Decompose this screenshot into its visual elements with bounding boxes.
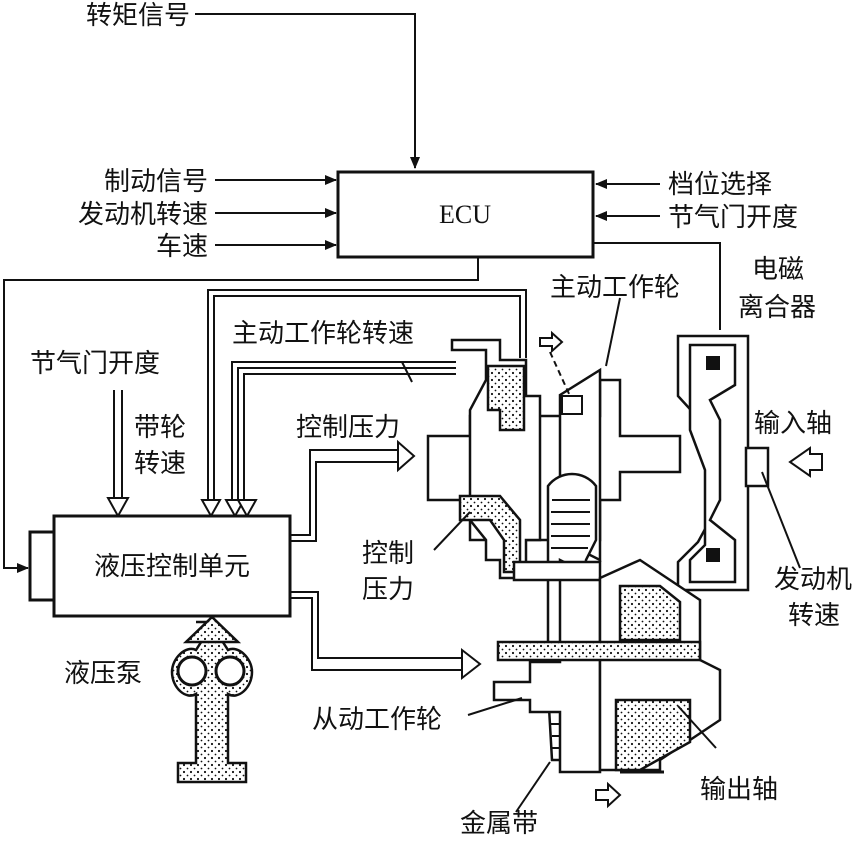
ecu-label: ECU [439,200,491,229]
ecu-to-hydraulic-line [3,257,479,573]
gear-select-label: 档位选择 [668,170,772,200]
control-pressure-mid-label-line1: 控制 [362,539,414,569]
hydraulic-unit-box [52,514,292,618]
control-pressure-top-arrow [290,439,416,542]
brake-signal-label: 制动信号 [104,167,208,197]
drive-pulley-speed-label: 主动工作轮转速 [232,319,414,349]
control-pressure-top-label: 控制压力 [296,413,400,443]
control-pressure-mid-label-line2: 压力 [362,575,414,605]
control-pressure-bottom-arrow [290,591,482,681]
throttle-left-label: 节气门开度 [30,349,160,379]
driven-pulley-label: 从动工作轮 [312,705,442,735]
hydraulic-pump-label: 液压泵 [64,659,142,689]
drive-pulley-label: 主动工作轮 [550,273,680,303]
torque-signal-label: 转矩信号 [86,1,190,31]
engine-speed-right-label-line2: 转速 [788,601,840,631]
ecu-to-clutch-line [593,242,721,330]
em-clutch-label-line2: 离合器 [738,293,816,323]
vehicle-speed-label: 车速 [156,232,208,262]
output-shaft-label: 输出轴 [700,775,778,805]
hydraulic-unit-label: 液压控制单元 [94,552,250,582]
drive-pulley-speed-lines [200,289,527,519]
metal-belt-label: 金属带 [460,809,538,839]
em-clutch-label-line1: 电磁 [752,255,804,285]
ecu-box [336,170,595,259]
leader-lines [401,297,801,813]
electromagnetic-clutch [676,334,823,592]
torque-signal-arrow [195,13,420,169]
engine-speed-right-label-line1: 发动机 [774,565,852,595]
hydraulic-unit-body [28,530,56,602]
throttle-left-arrow [106,390,130,519]
throttle-right-label: 节气门开度 [668,203,798,233]
engine-speed-label: 发动机转速 [78,200,208,230]
driven-pulley [492,557,722,809]
input-shaft-label: 输入轴 [754,409,832,439]
belt-wheel-label-line2: 转速 [134,449,186,479]
hydraulic-pump [170,615,254,784]
belt-wheel-label-line1: 带轮 [134,413,186,443]
